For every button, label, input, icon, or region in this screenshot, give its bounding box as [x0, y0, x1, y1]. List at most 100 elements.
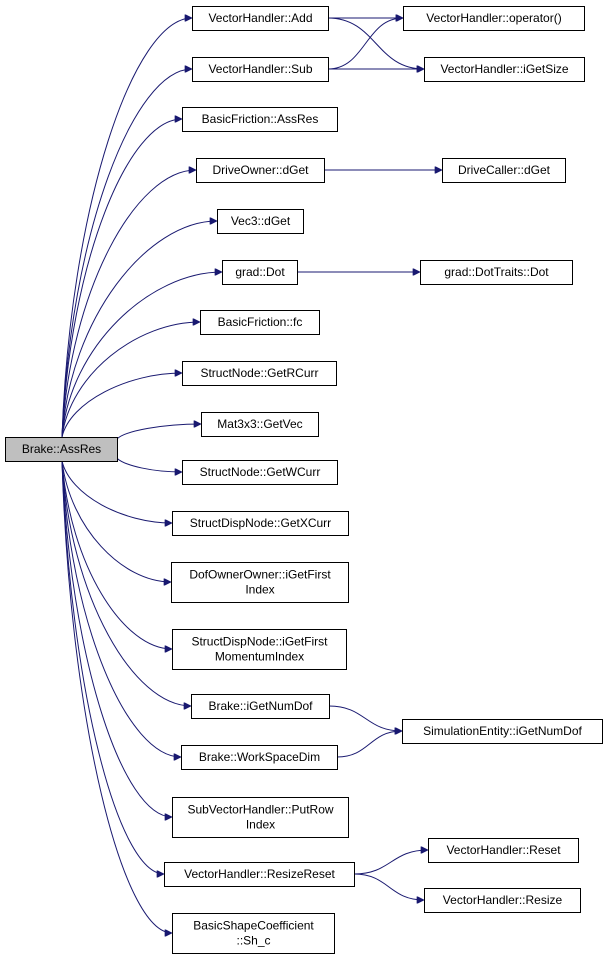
node-box — [424, 57, 585, 82]
node-box — [424, 888, 581, 913]
edge-brake_assres-to-mat3x3_getvec — [116, 424, 201, 440]
edge-brake_assres-to-vh_sub — [61, 69, 192, 438]
edge-brake_assres-to-grad_dot — [61, 272, 222, 438]
node-vh-add[interactable]: VectorHandler::Add — [192, 6, 329, 31]
node-vh-igetsize[interactable]: VectorHandler::iGetSize — [424, 57, 585, 82]
node-bsc-sh-c[interactable]: BasicShapeCoefficient::Sh_c — [172, 913, 335, 954]
node-vh-resizereset[interactable]: VectorHandler::ResizeReset — [164, 862, 355, 887]
node-box — [182, 361, 337, 386]
node-box — [428, 838, 579, 863]
node-box — [200, 310, 320, 335]
node-vh-reset[interactable]: VectorHandler::Reset — [428, 838, 579, 863]
node-box — [171, 562, 349, 603]
node-label: VectorHandler::Sub — [208, 62, 312, 76]
node-label: VectorHandler::Resize — [443, 893, 563, 907]
node-se-igetnumdof[interactable]: SimulationEntity::iGetNumDof — [402, 719, 603, 744]
node-bf-fc[interactable]: BasicFriction::fc — [200, 310, 320, 335]
node-label: Brake::WorkSpaceDim — [199, 750, 320, 764]
edge-brake_assres-to-sdn_getxcurr — [61, 460, 172, 523]
node-box — [172, 913, 335, 954]
node-vec3-dget[interactable]: Vec3::dGet — [217, 209, 304, 234]
node-mat3x3-getvec[interactable]: Mat3x3::GetVec — [201, 412, 319, 437]
node-label: DriveCaller::dGet — [458, 163, 551, 177]
edge-brake_assres-to-sn_getwcurr — [116, 457, 182, 472]
node-box — [164, 862, 355, 887]
node-sn-getwcurr[interactable]: StructNode::GetWCurr — [182, 460, 338, 485]
edge-brake_assres-to-bsc_sh_c — [61, 460, 172, 933]
edge-vh_add-to-vh_igetsize — [327, 17, 424, 69]
node-box — [217, 209, 304, 234]
edge-brake_workspacedim-to-se_igetnumdof — [336, 731, 402, 758]
node-box — [420, 260, 573, 285]
edge-brake_assres-to-brake_igetnumdof — [61, 460, 191, 706]
edge-brake_assres-to-bf_fc — [61, 322, 200, 438]
edges-layer — [61, 17, 442, 933]
edge-brake_assres-to-sdn_igetfirstmomentum — [61, 460, 172, 649]
node-label: VectorHandler::ResizeReset — [184, 867, 335, 881]
node-label: VectorHandler::Reset — [446, 843, 561, 857]
node-sn-getrcurr[interactable]: StructNode::GetRCurr — [182, 361, 337, 386]
node-sdn-getxcurr[interactable]: StructDispNode::GetXCurr — [172, 511, 349, 536]
node-box — [5, 437, 118, 462]
node-box — [191, 694, 330, 719]
node-label: MomentumIndex — [215, 650, 304, 664]
edge-brake_assres-to-vec3_dget — [61, 221, 217, 438]
node-box — [192, 57, 329, 82]
edge-brake_assres-to-vh_resizereset — [61, 460, 164, 874]
node-vh-operator[interactable]: VectorHandler::operator() — [403, 6, 585, 31]
node-label: BasicFriction::AssRes — [202, 112, 319, 126]
node-label: Mat3x3::GetVec — [217, 417, 302, 431]
node-label: SubVectorHandler::PutRow — [187, 803, 333, 817]
node-label: grad::Dot — [235, 265, 285, 279]
node-box — [222, 260, 298, 285]
node-label: DriveOwner::dGet — [212, 163, 309, 177]
node-label: Vec3::dGet — [231, 214, 291, 228]
edge-brake_igetnumdof-to-se_igetnumdof — [328, 705, 402, 731]
node-box — [402, 719, 603, 744]
node-box — [172, 797, 349, 838]
node-bf-assres[interactable]: BasicFriction::AssRes — [182, 107, 338, 132]
edge-brake_assres-to-do_dget — [61, 170, 196, 438]
edge-brake_assres-to-doo_igetfirstindex — [61, 460, 171, 582]
node-vh-resize[interactable]: VectorHandler::Resize — [424, 888, 581, 913]
edge-brake_assres-to-sn_getrcurr — [61, 373, 182, 438]
edge-vh_resizereset-to-vh_reset — [353, 850, 428, 875]
node-label: Index — [246, 818, 275, 832]
node-grad-dot[interactable]: grad::Dot — [222, 260, 298, 285]
node-brake-workspacedim[interactable]: Brake::WorkSpaceDim — [181, 745, 338, 770]
edge-brake_assres-to-svh_putrowindex — [61, 460, 172, 817]
edge-vh_sub-to-vh_operator — [327, 18, 403, 70]
node-box — [442, 158, 566, 183]
node-box — [196, 158, 325, 183]
node-brake-igetnumdof[interactable]: Brake::iGetNumDof — [191, 694, 330, 719]
node-box — [181, 745, 338, 770]
node-dc-dget[interactable]: DriveCaller::dGet — [442, 158, 566, 183]
edge-brake_assres-to-vh_add — [61, 18, 192, 438]
node-vh-sub[interactable]: VectorHandler::Sub — [192, 57, 329, 82]
node-label: BasicShapeCoefficient — [193, 919, 314, 933]
node-label: StructDispNode::GetXCurr — [190, 516, 331, 530]
node-box — [192, 6, 329, 31]
node-label: DofOwnerOwner::iGetFirst — [189, 568, 331, 582]
node-box — [172, 511, 349, 536]
edge-brake_assres-to-bf_assres — [61, 119, 182, 438]
nodes-layer: Brake::AssResVectorHandler::AddVectorHan… — [5, 6, 603, 954]
node-label: StructNode::GetRCurr — [200, 366, 318, 380]
node-label: StructDispNode::iGetFirst — [191, 635, 328, 649]
node-box — [403, 6, 585, 31]
node-label: VectorHandler::Add — [208, 11, 312, 25]
node-label: VectorHandler::iGetSize — [440, 62, 568, 76]
edge-vh_resizereset-to-vh_resize — [353, 873, 424, 900]
node-box — [172, 629, 347, 670]
node-label: Brake::iGetNumDof — [208, 699, 313, 713]
node-brake-assres[interactable]: Brake::AssRes — [5, 437, 118, 462]
node-do-dget[interactable]: DriveOwner::dGet — [196, 158, 325, 183]
node-label: ::Sh_c — [236, 934, 270, 948]
node-box — [182, 460, 338, 485]
node-grad-dottraits[interactable]: grad::DotTraits::Dot — [420, 260, 573, 285]
node-label: BasicFriction::fc — [218, 315, 303, 329]
